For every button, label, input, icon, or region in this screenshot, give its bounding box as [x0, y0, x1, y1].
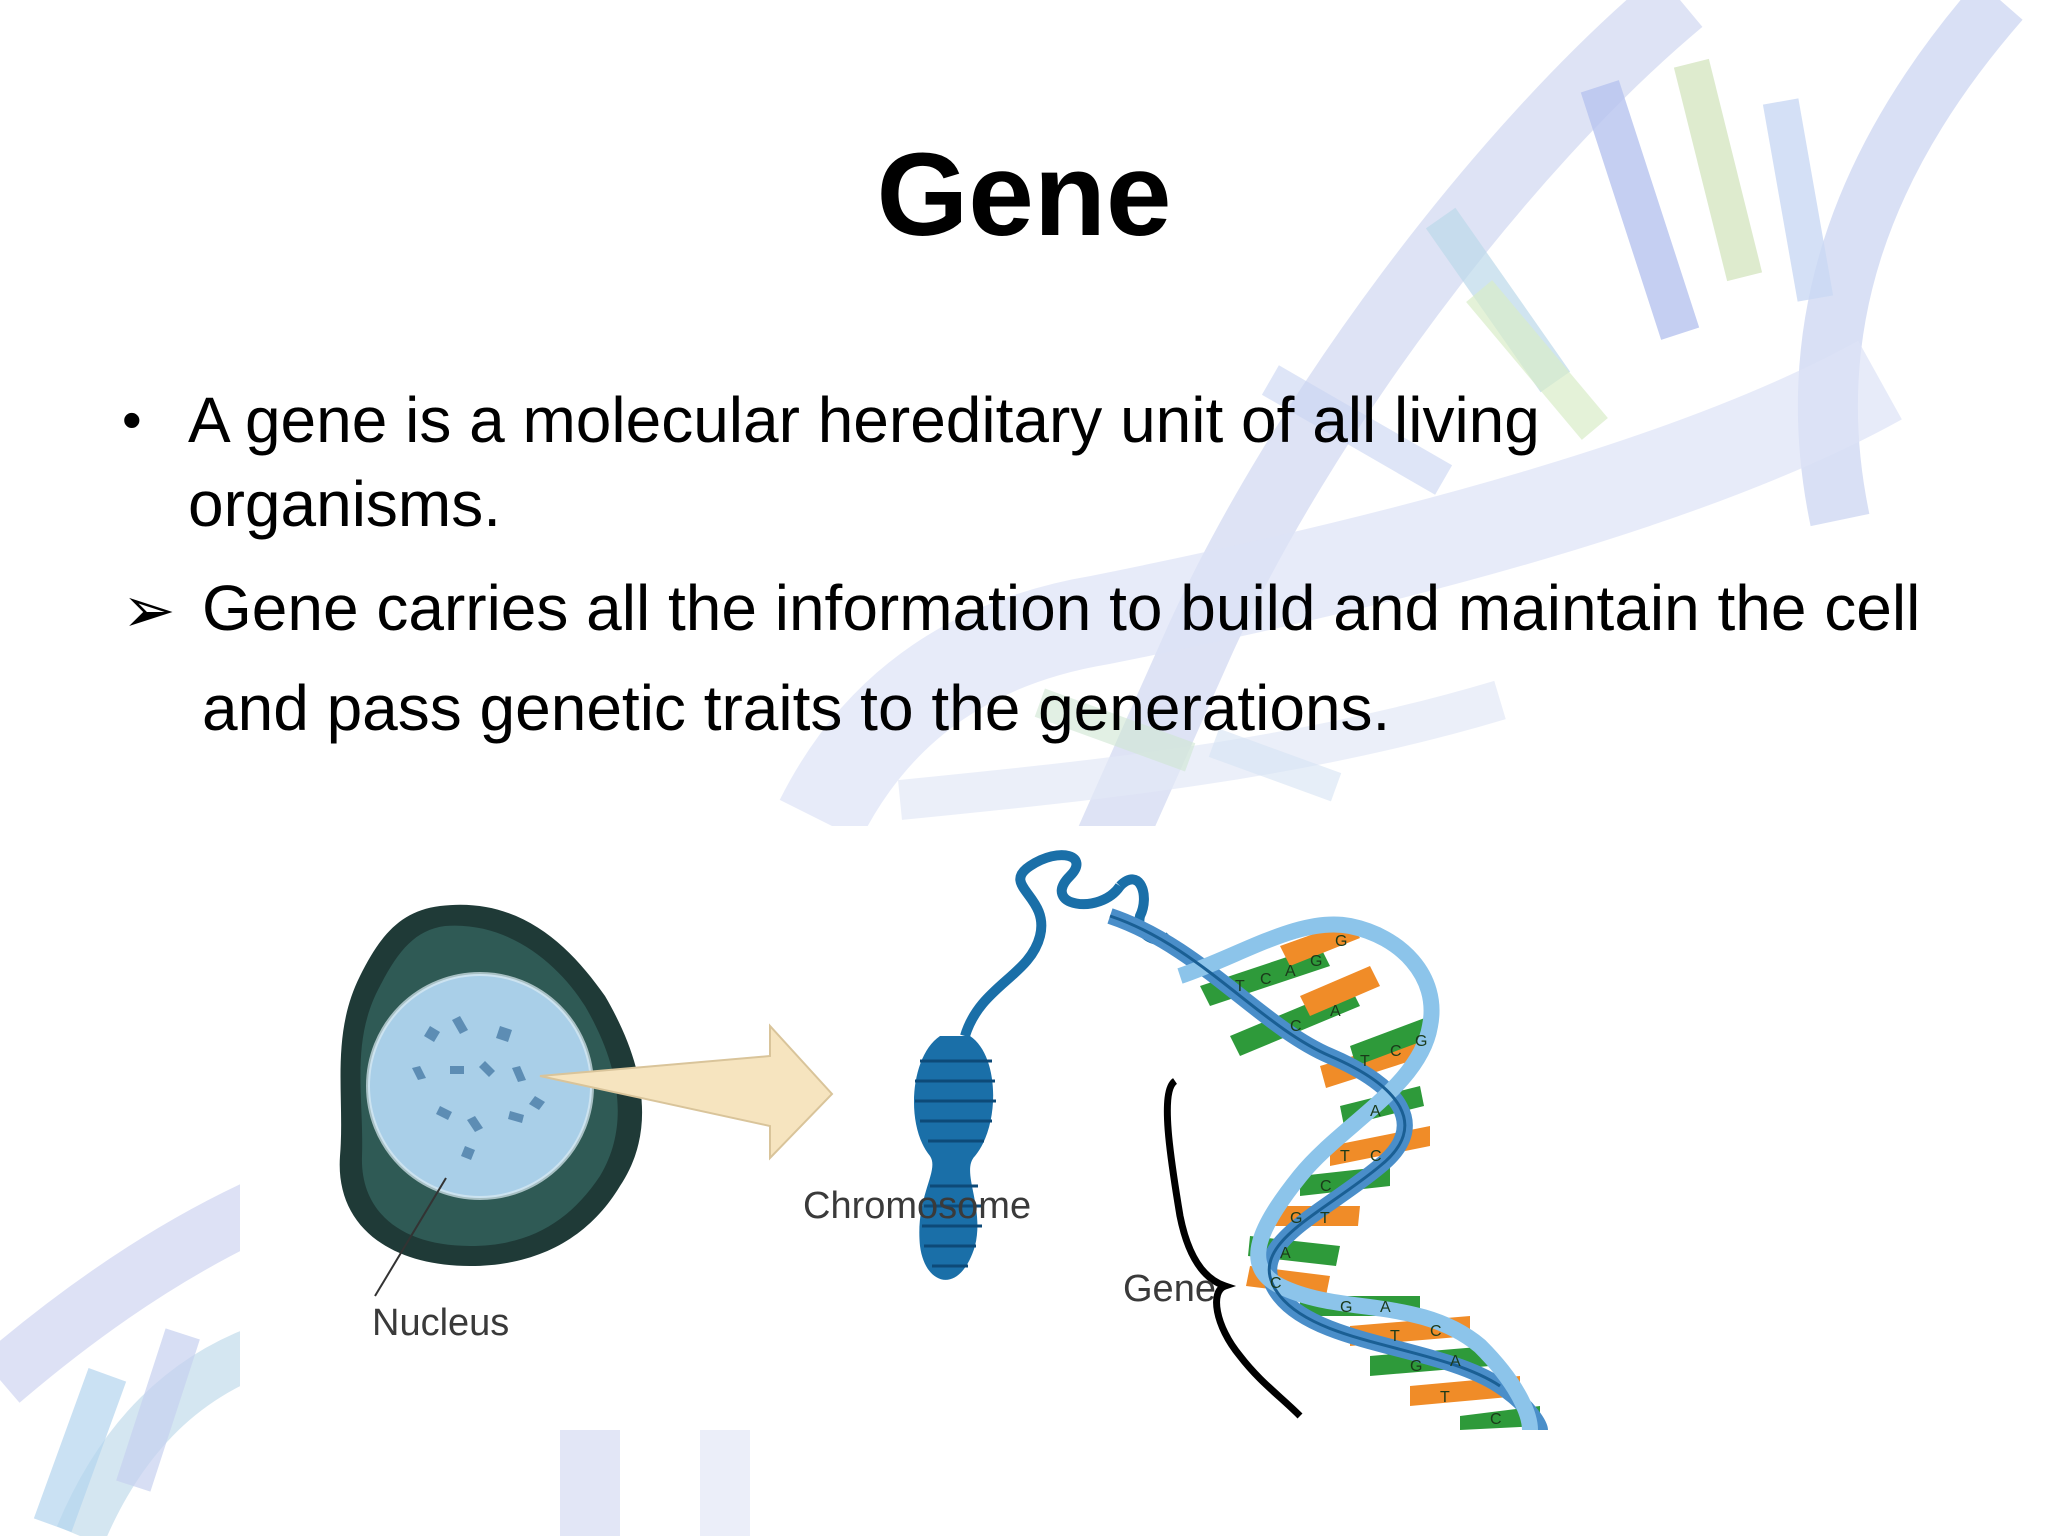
base-letter: C	[1270, 1275, 1282, 1292]
base-letter: C	[1430, 1323, 1442, 1340]
bullet-item-2: ➢ Gene carries all the information to bu…	[122, 558, 1982, 758]
base-letter: A	[1450, 1353, 1461, 1370]
nucleus-chromosome-gene-illustration: T C A G G C A T C G A T C C G T A C G A …	[240, 826, 1612, 1430]
base-letter: G	[1410, 1358, 1422, 1375]
chromosome-illustration	[913, 850, 1174, 1280]
base-letter: G	[1290, 1210, 1302, 1227]
base-letter: C	[1490, 1411, 1502, 1428]
base-letter: T	[1440, 1389, 1450, 1406]
base-letter: C	[1290, 1018, 1302, 1035]
slide-title: Gene	[876, 129, 1172, 261]
base-letter: T	[1320, 1210, 1330, 1227]
base-letter: A	[1330, 1003, 1341, 1020]
bullet-marker-arrow: ➢	[122, 574, 176, 646]
base-letter: A	[1380, 1299, 1391, 1316]
chromosome-label: Chromosome	[803, 1185, 1031, 1227]
bullet-text-1: A gene is a molecular hereditary unit of…	[188, 384, 1540, 540]
base-letter: G	[1340, 1299, 1352, 1316]
bullet-marker-dot: •	[122, 388, 142, 451]
base-letter: C	[1320, 1178, 1332, 1195]
nucleus-label: Nucleus	[372, 1302, 509, 1344]
bullet-text-2: Gene carries all the information to buil…	[202, 572, 1921, 744]
base-letter: G	[1310, 953, 1322, 970]
bullet-item-1: • A gene is a molecular hereditary unit …	[122, 378, 1682, 546]
base-letter: C	[1370, 1148, 1382, 1165]
base-letter: C	[1260, 971, 1272, 988]
base-letter: T	[1340, 1148, 1350, 1165]
base-letter: T	[1235, 978, 1245, 995]
base-letter: A	[1285, 963, 1296, 980]
base-letter: G	[1415, 1033, 1427, 1050]
gene-bracket	[1163, 1078, 1303, 1419]
base-letter: T	[1390, 1328, 1400, 1345]
base-letter: T	[1360, 1053, 1370, 1070]
arrow-icon	[539, 1023, 834, 1161]
base-letter: C	[1390, 1043, 1402, 1060]
cell-nucleus-illustration	[339, 904, 643, 1297]
dna-double-helix-illustration: T C A G G C A T C G A T C C G T A C G A …	[1107, 908, 1548, 1430]
base-letter: A	[1370, 1103, 1381, 1120]
base-letter: A	[1280, 1245, 1291, 1262]
gene-label: Gene	[1123, 1268, 1216, 1310]
base-letter: G	[1335, 933, 1347, 950]
